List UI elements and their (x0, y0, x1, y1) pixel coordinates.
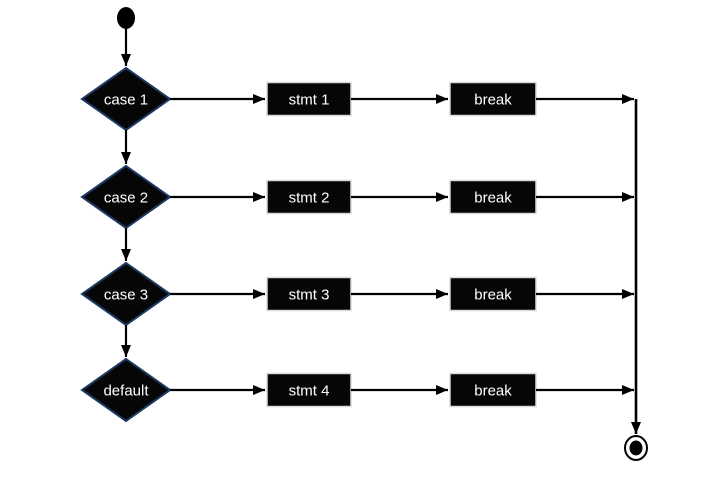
stmt-3-node (266, 276, 352, 312)
break-1-label: break (474, 91, 512, 108)
decision-case-1-label: case 1 (104, 91, 148, 108)
stmt-2-label: stmt 2 (289, 189, 330, 206)
start-node (117, 7, 135, 29)
break-3-node (449, 276, 537, 312)
break-2-label: break (474, 189, 512, 206)
decision-case-3-label: case 3 (104, 286, 148, 303)
decision-default-label: default (103, 382, 149, 399)
break-2-node (449, 179, 537, 215)
stmt-1-label: stmt 1 (289, 91, 330, 108)
end-node-ring (624, 435, 648, 461)
decision-case-2-label: case 2 (104, 189, 148, 206)
end-node (629, 440, 643, 456)
decision-default-node (80, 357, 172, 423)
stmt-4-label: stmt 4 (289, 382, 330, 399)
break-4-node (449, 372, 537, 408)
break-4-label: break (474, 382, 512, 399)
break-3-label: break (474, 286, 512, 303)
stmt-3-label: stmt 3 (289, 286, 330, 303)
break-1-node (449, 81, 537, 117)
